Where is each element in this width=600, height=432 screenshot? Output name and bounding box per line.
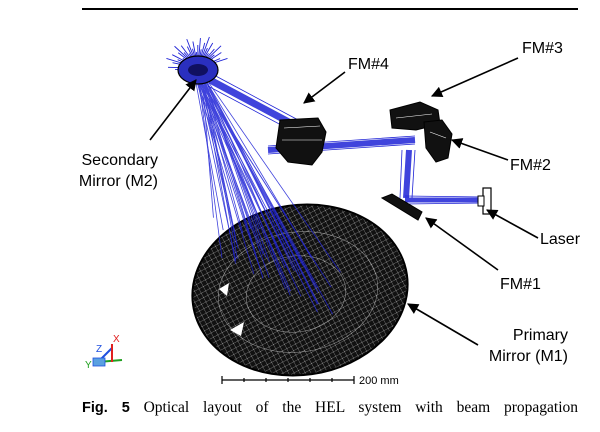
top-rule xyxy=(82,8,578,10)
arrow-fm3 xyxy=(430,57,519,98)
beam-ray xyxy=(200,74,236,264)
beam-ray xyxy=(198,74,317,288)
beam-ray xyxy=(195,74,318,313)
axis-z-label: Z xyxy=(96,344,102,355)
secondary-mirror-m2 xyxy=(177,55,219,85)
caption-label: Fig. 5 xyxy=(82,400,130,416)
beam-ray xyxy=(201,70,286,269)
scale-bar-label: 200 mm xyxy=(359,375,399,387)
label-secondary-line2: Mirror (M2) xyxy=(79,173,158,190)
label-laser: Laser xyxy=(540,231,581,248)
beam-ray xyxy=(195,69,238,245)
arrow-secondary xyxy=(149,79,197,141)
beam-ray xyxy=(197,68,334,315)
label-secondary-line1: Secondary xyxy=(82,152,159,169)
beam-ray xyxy=(194,69,291,292)
axis-triad-icon xyxy=(92,344,123,367)
fold-mirror-fm4 xyxy=(275,117,327,166)
fold-mirror-fm1 xyxy=(380,193,423,221)
axis-y-label: Y xyxy=(85,360,92,371)
beam-ray xyxy=(194,73,264,278)
beam-ray xyxy=(193,71,255,274)
label-fm2: FM#2 xyxy=(510,157,551,174)
optical-layout-figure: Secondary Mirror (M2) FM#4 FM#3 FM#2 FM#… xyxy=(79,36,581,387)
label-primary-line1: Primary xyxy=(513,327,568,344)
label-fm3: FM#3 xyxy=(522,40,563,57)
beam-ray xyxy=(199,74,295,271)
caption-text: Optical layout of the HEL system with be… xyxy=(143,399,579,416)
beam-ray xyxy=(200,69,319,305)
beam-ray xyxy=(201,73,289,247)
arrow-laser xyxy=(486,209,539,239)
beam-ray xyxy=(193,72,302,297)
axis-x-label: X xyxy=(113,334,120,345)
label-fm4: FM#4 xyxy=(348,56,389,73)
callout-arrows xyxy=(149,57,539,346)
beam-ray xyxy=(197,74,223,259)
beam-ray xyxy=(193,72,224,231)
arrow-fm2 xyxy=(450,138,509,161)
arrow-fm4 xyxy=(303,71,346,104)
beam-ray xyxy=(201,72,341,273)
label-fm1: FM#1 xyxy=(500,276,541,293)
beam-fan-rays xyxy=(193,68,341,315)
scale-bar xyxy=(221,376,355,384)
laser-source xyxy=(477,187,492,215)
arrow-primary xyxy=(407,303,479,346)
figure-caption: Fig. 5 Optical layout of the HEL system … xyxy=(82,398,578,418)
beam-ray xyxy=(200,73,291,296)
label-primary-line2: Mirror (M1) xyxy=(489,348,568,365)
fold-mirror-fm2 xyxy=(423,119,453,163)
arrow-fm1 xyxy=(425,217,499,271)
